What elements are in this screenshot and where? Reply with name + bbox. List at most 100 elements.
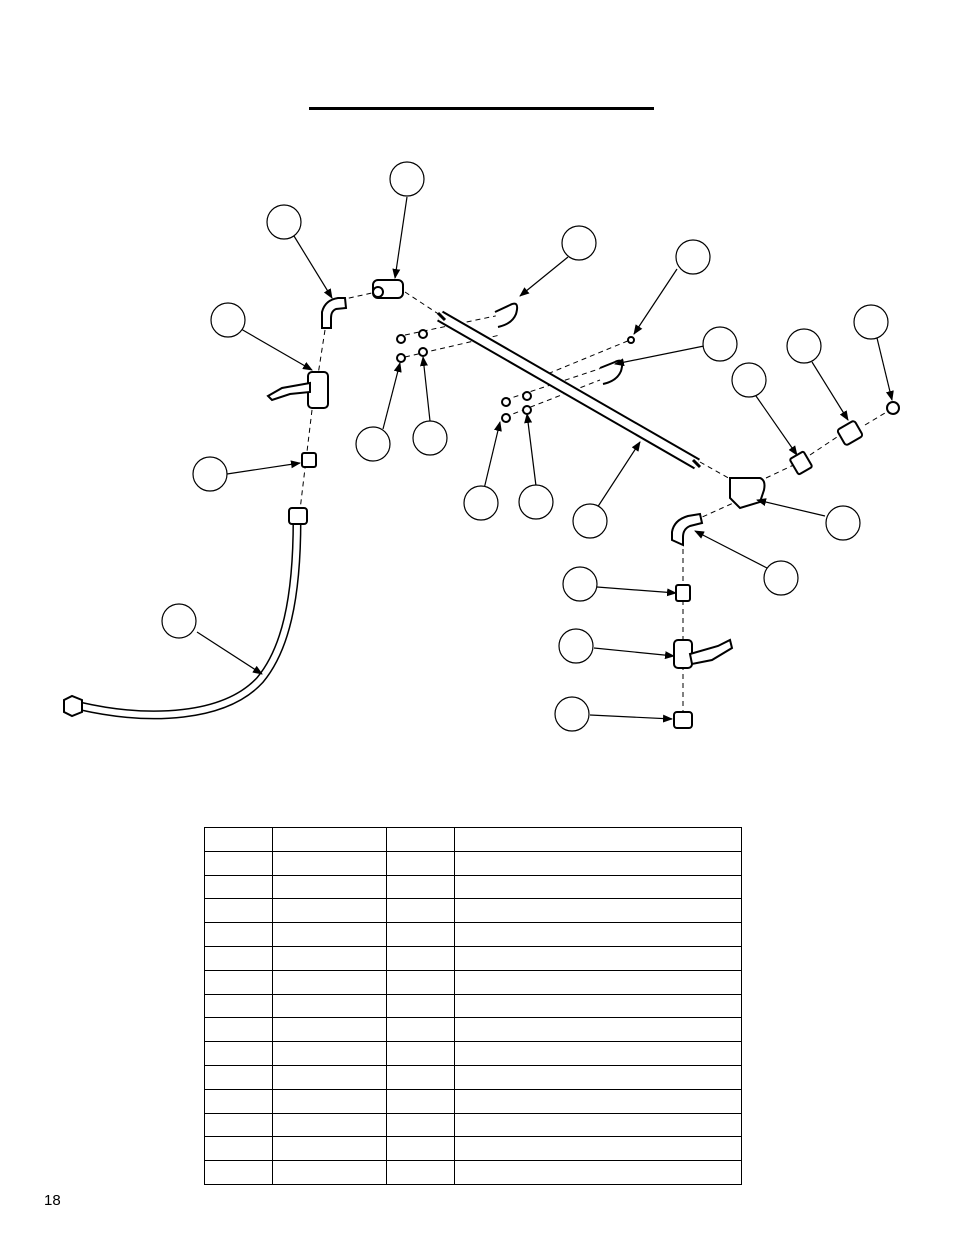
- callout-circle: [558, 628, 594, 664]
- callout-valve-left: [210, 302, 246, 338]
- table-cell: [454, 850, 742, 876]
- left-fittings: [266, 279, 404, 468]
- table-cell: [204, 827, 273, 852]
- main-pipe: [436, 310, 702, 470]
- table-cell: [454, 1088, 742, 1114]
- washer-upper-b: [418, 347, 428, 357]
- right-elbow: [671, 512, 704, 547]
- callout-tee: [825, 505, 861, 541]
- table-cell: [386, 993, 455, 1019]
- parts-table-body: [204, 827, 742, 1185]
- table-cell: [454, 1136, 742, 1162]
- callout-nipple-right: [562, 566, 598, 602]
- callout-circle: [675, 239, 711, 275]
- u-bolts-and-fasteners: [396, 302, 635, 423]
- callout-circle: [853, 304, 889, 340]
- table-cell: [454, 1041, 742, 1066]
- table-cell: [204, 1088, 273, 1114]
- table-row: [204, 1041, 742, 1066]
- table-cell: [204, 1041, 273, 1066]
- callouts: [161, 161, 889, 732]
- callout-pipe: [572, 503, 608, 539]
- table-cell: [204, 993, 273, 1019]
- callout-reducer: [786, 328, 822, 364]
- table-cell: [204, 1064, 273, 1090]
- table-cell: [386, 898, 455, 924]
- cap: [886, 401, 900, 415]
- left-nipple: [301, 452, 317, 468]
- table-cell: [204, 1136, 273, 1162]
- table-row: [204, 827, 742, 852]
- table-row: [204, 1112, 742, 1138]
- table-cell: [204, 945, 273, 971]
- table-row: [204, 1064, 742, 1090]
- table-cell: [386, 1064, 455, 1090]
- table-cell: [454, 969, 742, 995]
- left-elbow: [321, 297, 348, 329]
- callout-circle: [561, 225, 597, 261]
- table-cell: [454, 827, 742, 852]
- table-cell: [204, 850, 273, 876]
- table-cell: [386, 827, 455, 852]
- table-cell: [272, 1136, 387, 1162]
- table-row: [204, 850, 742, 876]
- nut-lower-a: [501, 397, 511, 407]
- callout-circle: [702, 326, 738, 362]
- table-cell: [272, 1160, 387, 1185]
- tee-fitting: [729, 477, 766, 510]
- table-cell: [204, 898, 273, 924]
- table-cell: [272, 850, 387, 876]
- table-row: [204, 945, 742, 971]
- callout-adapter-right: [554, 696, 590, 732]
- table-cell: [272, 945, 387, 971]
- callout-coupling: [731, 362, 767, 398]
- table-cell: [272, 1064, 387, 1090]
- table-cell: [386, 1041, 455, 1066]
- callout-circle: [266, 204, 302, 240]
- callout-circle: [825, 505, 861, 541]
- street-elbow-end: [372, 286, 384, 298]
- callout-nipple-left: [192, 456, 228, 492]
- callout-circle: [572, 503, 608, 539]
- table-cell: [272, 1112, 387, 1138]
- table-cell: [272, 969, 387, 995]
- table-row: [204, 874, 742, 900]
- right-nipple: [675, 584, 691, 602]
- callout-circle: [210, 302, 246, 338]
- washer-lower-a: [522, 391, 532, 401]
- right-valve-handle: [688, 638, 734, 666]
- table-row: [204, 1088, 742, 1114]
- callout-circle: [389, 161, 425, 197]
- table-cell: [204, 874, 273, 900]
- callout-circle: [463, 485, 499, 521]
- callout-circle: [355, 426, 391, 462]
- table-cell: [272, 1017, 387, 1043]
- table-cell: [272, 1088, 387, 1114]
- callout-circle: [562, 566, 598, 602]
- washer-lower-b: [522, 405, 532, 415]
- table-cell: [272, 922, 387, 947]
- table-cell: [272, 874, 387, 900]
- callout-hose: [161, 603, 197, 639]
- flexible-hose: [63, 507, 308, 720]
- table-cell: [386, 1088, 455, 1114]
- table-cell: [272, 993, 387, 1019]
- table-cell: [454, 993, 742, 1019]
- table-cell: [204, 922, 273, 947]
- table-cell: [454, 1112, 742, 1138]
- callout-circle: [786, 328, 822, 364]
- nut-upper-b: [396, 353, 406, 363]
- table-row: [204, 898, 742, 924]
- right-fittings: [671, 401, 900, 729]
- table-cell: [272, 1041, 387, 1066]
- callout-elbow-left: [266, 204, 302, 240]
- callout-street-elbow: [389, 161, 425, 197]
- callout-circle: [412, 420, 448, 456]
- table-cell: [204, 1112, 273, 1138]
- table-cell: [454, 898, 742, 924]
- hose-nut-top: [288, 507, 308, 525]
- table-cell: [204, 1017, 273, 1043]
- table-cell: [454, 945, 742, 971]
- callout-ubolt-upper: [561, 225, 597, 261]
- table-cell: [386, 850, 455, 876]
